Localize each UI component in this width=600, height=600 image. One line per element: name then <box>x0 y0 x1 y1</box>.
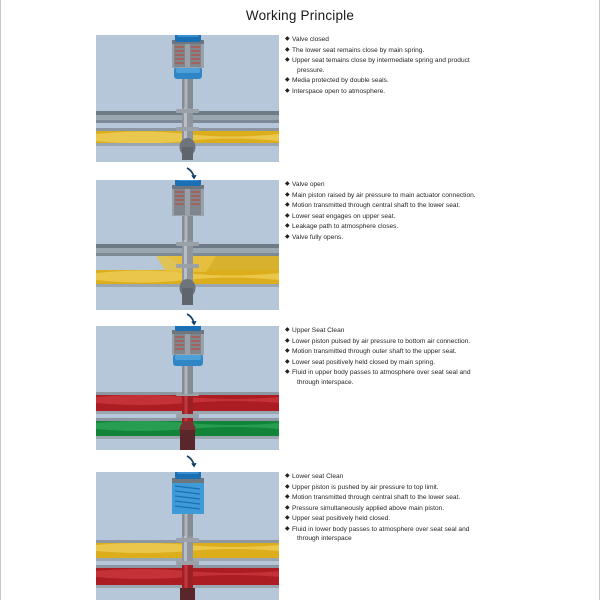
bullet-item: ◆ Valve closed <box>285 35 585 44</box>
bullet-text: Fluid in lower body passes to atmosphere… <box>292 525 470 533</box>
bullet-item: ◆ Fluid in upper body passes to atmosphe… <box>285 368 585 387</box>
bullet-text: Pressure simultaneously applied above ma… <box>292 504 445 512</box>
bullet-text: Lower seat positively held closed by mai… <box>292 358 435 366</box>
bullet-diamond-icon: ◆ <box>285 358 290 365</box>
bullet-item: ◆ Valve open <box>285 180 585 189</box>
bullet-text-continuation: pressure. <box>297 66 325 74</box>
bullet-diamond-icon: ◆ <box>285 202 290 209</box>
bullet-diamond-icon: ◆ <box>285 57 290 64</box>
bullet-item: ◆ Lower seat engages on upper seat. <box>285 212 585 221</box>
bullet-item: ◆ Valve fully opens. <box>285 233 585 242</box>
bullet-text: Motion transmitted through central shaft… <box>292 202 461 210</box>
flow-arrow-2-to-3 <box>184 312 200 328</box>
valve-closed-notes: ◆ Valve closed ◆ The lower seat remains … <box>285 35 585 97</box>
lower-seat-clean-artwork <box>96 472 279 600</box>
down-curve-arrow-icon <box>186 167 197 180</box>
bullet-item: ◆ Upper seat temains close by intermedia… <box>285 56 585 75</box>
bullet-text: Motion transmitted through outer shaft t… <box>292 348 457 356</box>
bullet-diamond-icon: ◆ <box>285 212 290 219</box>
bullet-text: Valve closed <box>292 36 329 43</box>
bullet-item: ◆ Leakage path to atmosphere closes. <box>285 222 585 231</box>
bullet-text: Upper seat positively held closed. <box>292 515 391 523</box>
valve-open-artwork <box>96 180 279 310</box>
bullet-diamond-icon: ◆ <box>285 181 290 187</box>
bullet-diamond-icon: ◆ <box>285 223 290 230</box>
down-curve-arrow-icon <box>186 313 197 326</box>
bullet-text-continuation: through interspace <box>297 535 352 543</box>
upper-seat-clean-artwork <box>96 326 279 450</box>
bullet-item: ◆ Lower seat Clean <box>285 472 585 481</box>
bullet-diamond-icon: ◆ <box>285 36 290 42</box>
bullet-text: Upper Seat Clean <box>292 327 345 334</box>
bullet-diamond-icon: ◆ <box>285 337 290 344</box>
bullet-item: ◆ Motion transmitted through central sha… <box>285 493 585 502</box>
bullet-diamond-icon: ◆ <box>285 369 290 376</box>
valve-open-notes: ◆ Valve open ◆ Main piston raised by air… <box>285 180 585 244</box>
valve-open-diagram <box>96 180 279 310</box>
bullet-item: ◆ Main piston raised by air pressure to … <box>285 191 585 200</box>
upper-seat-clean-notes: ◆ Upper Seat Clean ◆ Lower piston pulsed… <box>285 326 585 388</box>
bullet-text: Interspace open to atmosphere. <box>292 87 386 95</box>
bullet-diamond-icon: ◆ <box>285 483 290 490</box>
bullet-diamond-icon: ◆ <box>285 87 290 94</box>
bullet-diamond-icon: ◆ <box>285 348 290 355</box>
bullet-item: ◆ Fluid in lower body passes to atmosphe… <box>285 525 585 544</box>
bullet-text: The lower seat remains close by main spr… <box>292 46 425 54</box>
bullet-diamond-icon: ◆ <box>285 77 290 84</box>
bullet-text: Upper seat temains close by intermediate… <box>292 57 470 65</box>
bullet-text: Leakage path to atmosphere closes. <box>292 223 399 231</box>
bullet-diamond-icon: ◆ <box>285 327 290 333</box>
bullet-diamond-icon: ◆ <box>285 46 290 53</box>
bullet-diamond-icon: ◆ <box>285 494 290 501</box>
valve-closed-artwork <box>96 35 279 162</box>
flow-arrow-1-to-2 <box>184 166 200 182</box>
bullet-item: ◆ Lower piston pulsed by air pressure to… <box>285 337 585 346</box>
bullet-item: ◆ Lower seat positively held closed by m… <box>285 358 585 367</box>
bullet-item: ◆ Upper Seat Clean <box>285 326 585 335</box>
bullet-item: ◆ Pressure simultaneously applied above … <box>285 504 585 513</box>
bullet-item: ◆ Interspace open to atmosphere. <box>285 87 585 96</box>
valve-closed-diagram <box>96 35 279 162</box>
bullet-diamond-icon: ◆ <box>285 473 290 479</box>
upper-seat-clean-diagram <box>96 326 279 450</box>
bullet-item: ◆ Upper seat positively held closed. <box>285 514 585 523</box>
lower-seat-clean-notes: ◆ Lower seat Clean ◆ Upper piston is pus… <box>285 472 585 545</box>
down-curve-arrow-icon <box>186 455 197 468</box>
flow-arrow-3-to-4 <box>184 454 200 470</box>
page-title: Working Principle <box>245 8 355 23</box>
bullet-diamond-icon: ◆ <box>285 191 290 198</box>
bullet-text: Main piston raised by air pressure to ma… <box>292 191 476 199</box>
bullet-diamond-icon: ◆ <box>285 504 290 511</box>
bullet-item: ◆ The lower seat remains close by main s… <box>285 46 585 55</box>
bullet-text: Media protected by double seals. <box>292 77 389 85</box>
bullet-text-continuation: through interspace. <box>297 378 354 386</box>
bullet-text: Fluid in upper body passes to atmosphere… <box>292 369 471 377</box>
bullet-item: ◆ Media protected by double seals. <box>285 76 585 85</box>
bullet-text: Lower seat engages on upper seat. <box>292 212 396 220</box>
bullet-diamond-icon: ◆ <box>285 525 290 532</box>
bullet-diamond-icon: ◆ <box>285 515 290 522</box>
bullet-item: ◆ Motion transmitted through outer shaft… <box>285 347 585 356</box>
bullet-text: Lower piston pulsed by air pressure to b… <box>292 337 471 345</box>
bullet-text: Valve fully opens. <box>292 233 344 241</box>
bullet-diamond-icon: ◆ <box>285 233 290 240</box>
lower-seat-clean-diagram <box>96 472 279 600</box>
bullet-item: ◆ Upper piston is pushed by air pressure… <box>285 483 585 492</box>
bullet-text: Valve open <box>292 181 325 188</box>
bullet-text: Motion transmitted through central shaft… <box>292 494 461 502</box>
bullet-text: Upper piston is pushed by air pressure t… <box>292 483 439 491</box>
bullet-item: ◆ Motion transmitted through central sha… <box>285 201 585 210</box>
bullet-text: Lower seat Clean <box>292 473 344 480</box>
